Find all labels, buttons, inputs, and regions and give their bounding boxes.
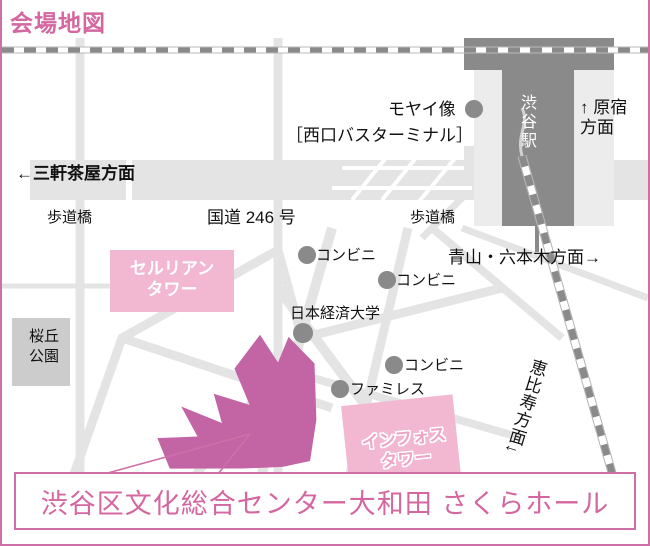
railway-line-horizontal <box>2 46 648 54</box>
cerulean-tower-label: セルリアン タワー <box>112 258 232 301</box>
convenience-dot-3 <box>385 356 403 374</box>
convenience-store-2-label: コンビニ <box>396 272 457 289</box>
sakuragaoka-park-label: 桜丘 公園 <box>16 327 72 366</box>
landmark-dots <box>293 100 483 398</box>
sakuragaoka-park-line2: 公園 <box>28 347 59 365</box>
sakuragaoka-park-shape <box>12 318 70 386</box>
shibuya-station-label: 渋谷駅 <box>518 94 535 151</box>
route-246-label: 国道 246 号 <box>207 208 296 227</box>
page-frame-bottom <box>0 544 650 546</box>
west-bus-terminal-label: ［西口バスターミナル］ <box>286 126 473 145</box>
map-canvas: 渋谷駅 モヤイ像 ［西口バスターミナル］ ↑ 原宿 方面 ←三軒茶屋方面 青山・… <box>2 38 648 508</box>
venue-arrow-shape <box>157 334 317 469</box>
convenience-dot-2 <box>378 271 396 289</box>
convenience-dot-1 <box>298 246 316 264</box>
direction-harajuku-line1: ↑ 原宿 <box>580 98 628 117</box>
direction-sangenjaya-label: ←三軒茶屋方面 <box>16 164 135 183</box>
sakuragaoka-park-line1: 桜丘 <box>28 328 59 345</box>
shibuya-station-building <box>464 38 614 252</box>
railway-line-diagonal <box>517 154 627 508</box>
convenience-store-1-label: コンビニ <box>316 247 377 264</box>
convenience-store-3-label: コンビニ <box>404 357 465 374</box>
nihon-keizai-university-label: 日本経済大学 <box>290 305 381 322</box>
famires-dot <box>331 380 349 398</box>
overpass-east-label: 歩道橋 <box>410 209 456 226</box>
caption-leader-lines <box>103 433 251 475</box>
cerulean-tower-line2: タワー <box>146 280 198 300</box>
page-frame-right <box>648 0 650 546</box>
railway-curve-join <box>519 107 527 157</box>
overpass-west-label: 歩道橋 <box>47 209 93 226</box>
direction-aoyama-roppongi-label: 青山・六本木方面→ <box>448 248 601 267</box>
moyai-dot <box>465 100 483 118</box>
cerulean-tower-line1: セルリアン <box>129 259 215 278</box>
cerulean-tower-shape <box>110 250 234 312</box>
page-frame-left <box>0 0 2 546</box>
direction-harajuku-line2: 方面 <box>580 117 614 137</box>
overpass-hatching <box>332 136 474 212</box>
university-dot <box>293 323 313 343</box>
family-restaurant-label: ファミレス <box>350 381 426 398</box>
venue-caption-text: 渋谷区文化総合センター大和田 さくらホール <box>40 488 610 519</box>
page-title: 会場地図 <box>10 10 106 36</box>
direction-harajuku-label: ↑ 原宿 方面 <box>580 98 627 137</box>
venue-caption-box: 渋谷区文化総合センター大和田 さくらホール <box>14 472 636 530</box>
moyai-statue-label: モヤイ像 <box>388 100 456 119</box>
